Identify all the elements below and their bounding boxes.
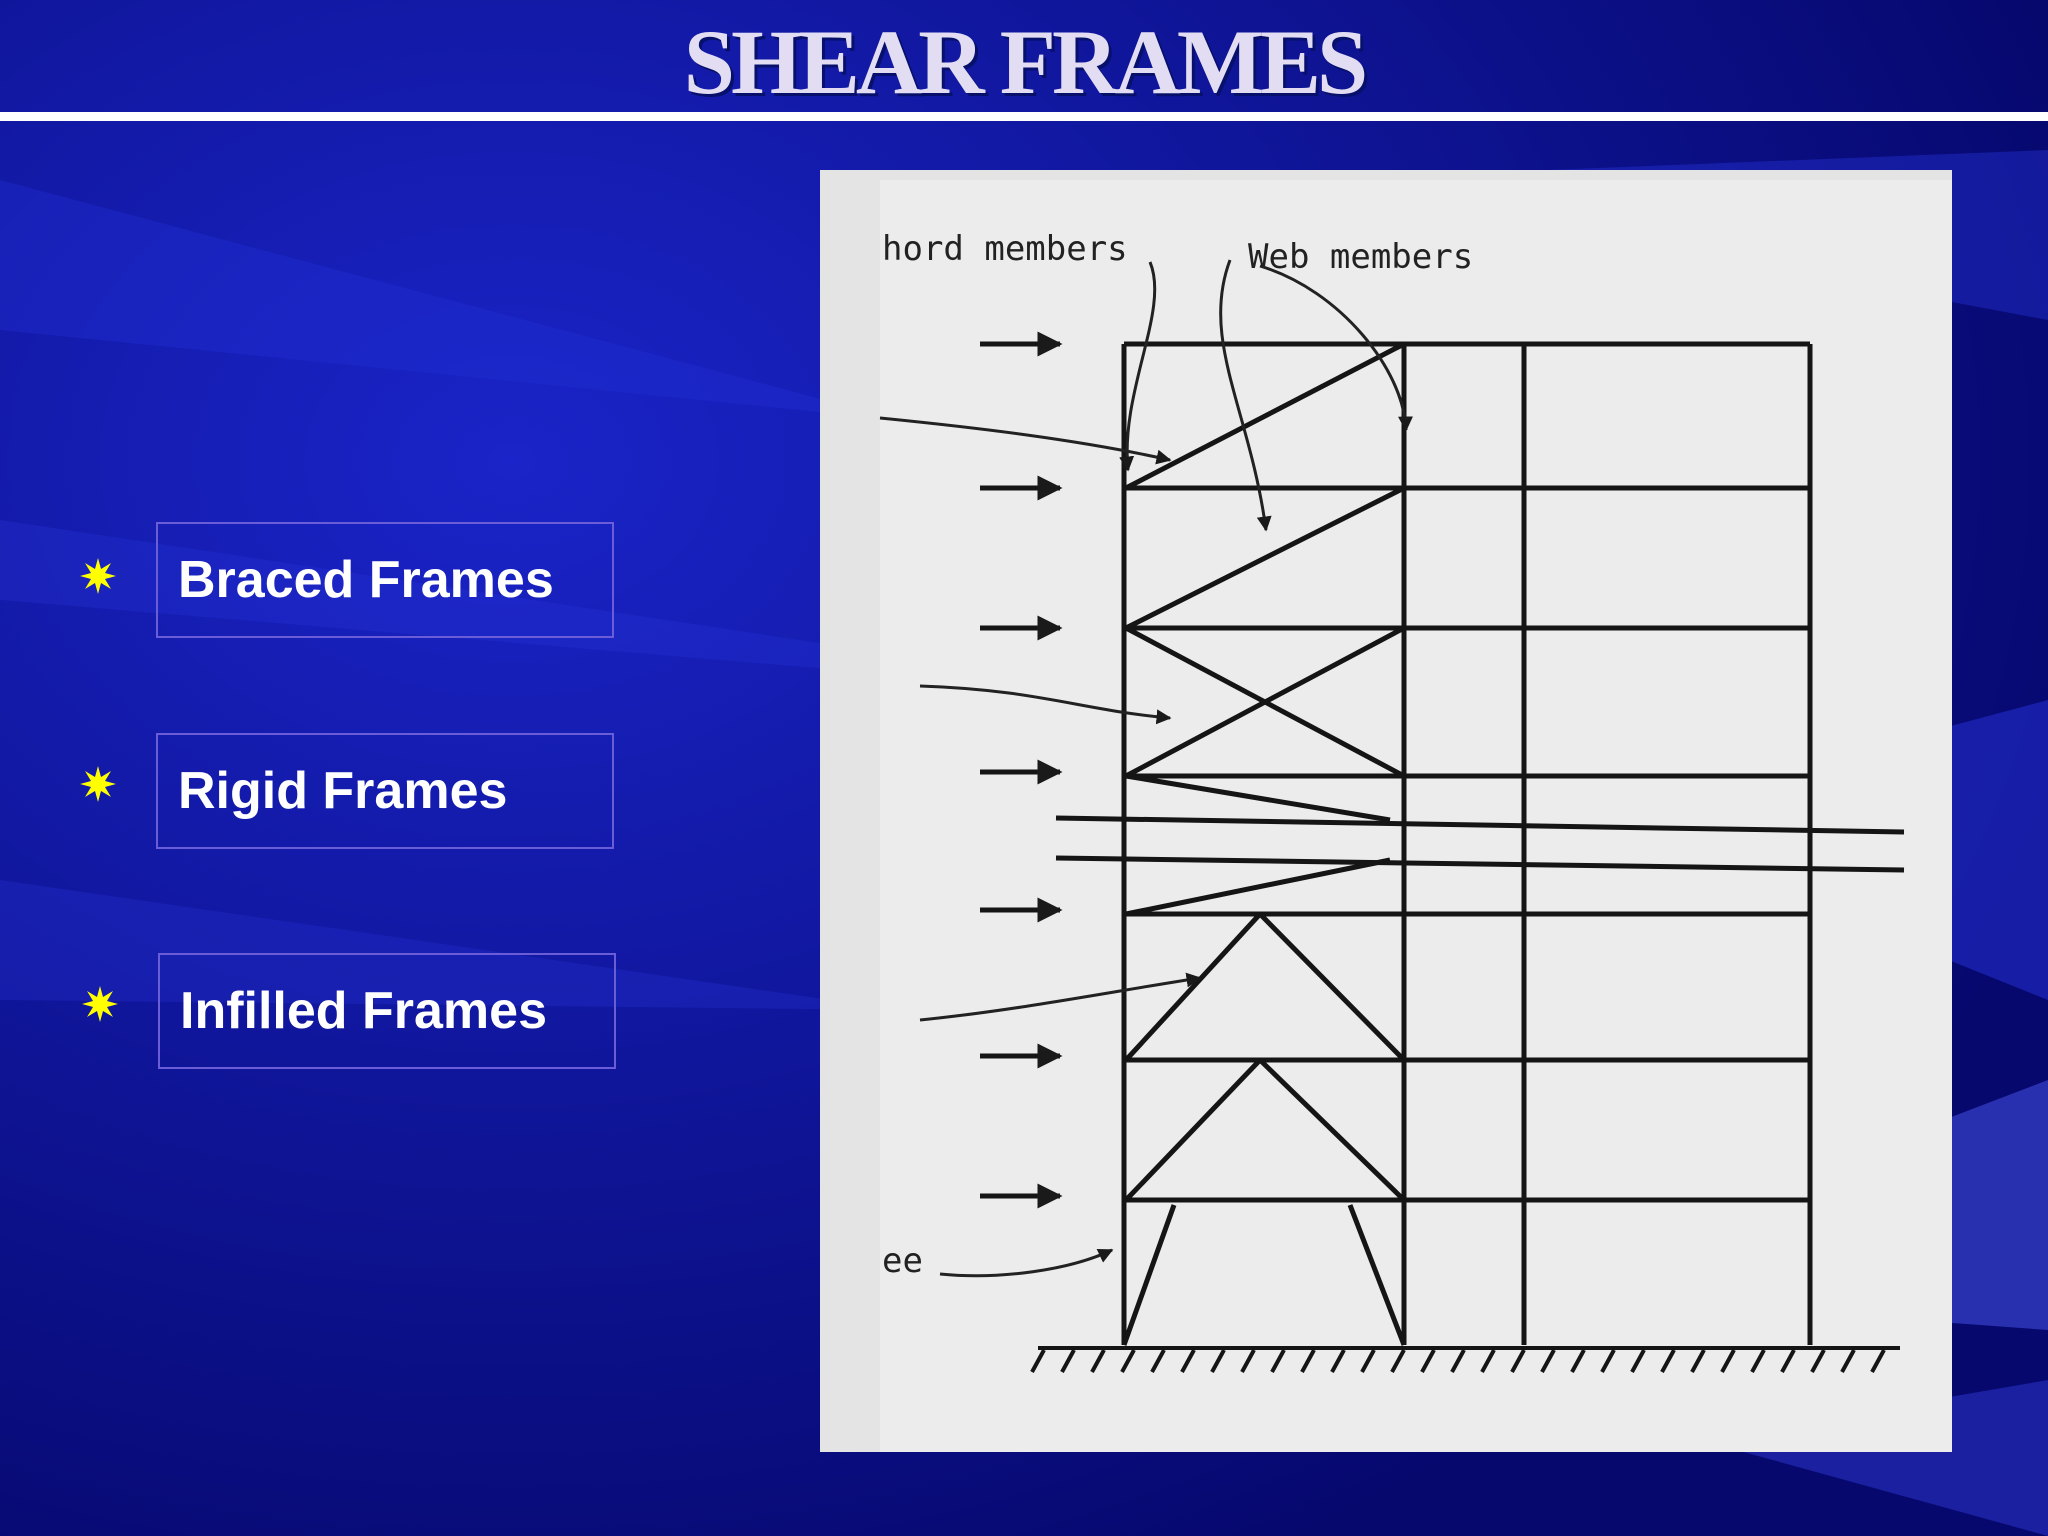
list-item-label: Braced Frames bbox=[178, 551, 554, 609]
list-item-label: Rigid Frames bbox=[178, 762, 508, 820]
bullet-icon bbox=[80, 766, 116, 802]
chord-members-label: hord members bbox=[882, 229, 1128, 269]
bullet-icon bbox=[80, 558, 116, 594]
leader-lines bbox=[879, 259, 1414, 1278]
list-item-label: Infilled Frames bbox=[180, 982, 547, 1040]
page-title: SHEAR FRAMES bbox=[683, 11, 1368, 113]
bullet-icon bbox=[82, 986, 118, 1022]
bottom-label: ee bbox=[882, 1241, 923, 1281]
list-item-rigid-frames: Rigid Frames bbox=[156, 733, 614, 849]
ground bbox=[1030, 1346, 1900, 1373]
list-item-braced-frames: Braced Frames bbox=[156, 522, 614, 638]
diagram-paper-offset bbox=[880, 180, 1952, 1452]
list-item-infilled-frames: Infilled Frames bbox=[158, 953, 616, 1069]
web-members-label: Web members bbox=[1248, 237, 1473, 277]
load-arrows bbox=[980, 331, 1063, 1209]
title-divider bbox=[0, 112, 2048, 121]
shear-frame-diagram: hord members Web members ee bbox=[820, 170, 1952, 1452]
frame-lines bbox=[1055, 341, 1905, 1345]
